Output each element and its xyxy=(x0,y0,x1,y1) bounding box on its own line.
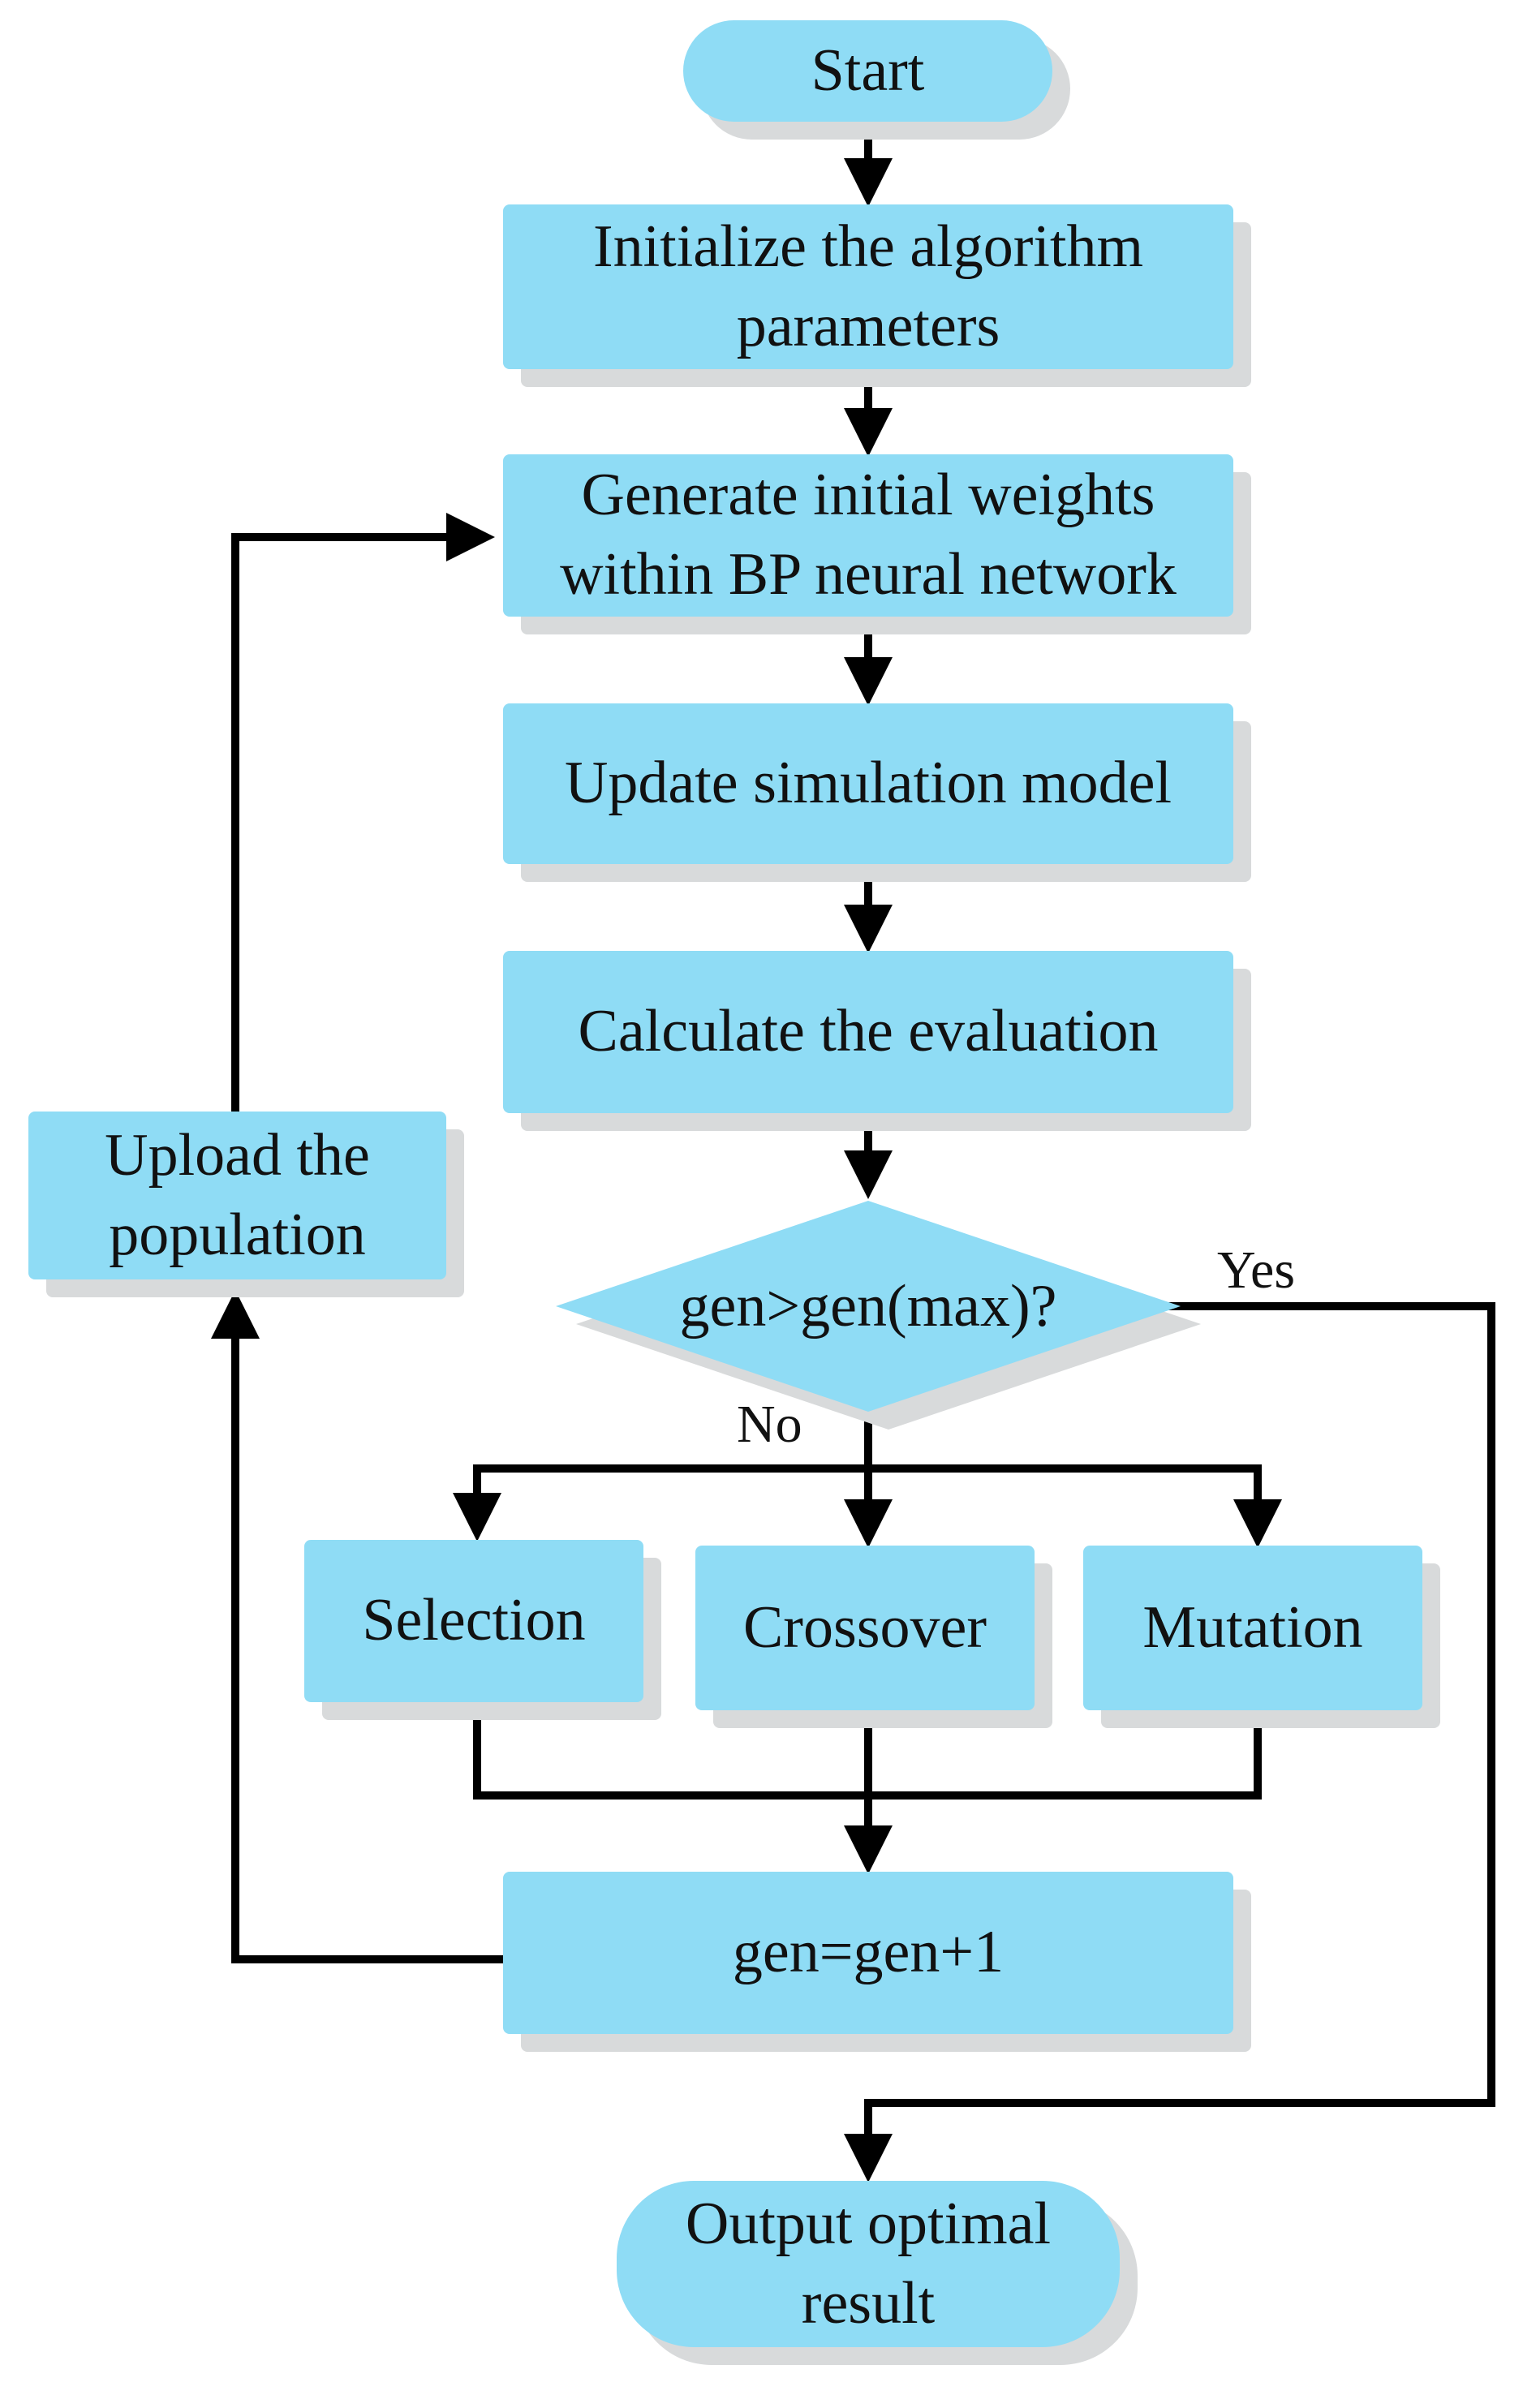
output-node: Output optimal result xyxy=(617,2181,1120,2347)
calculate-evaluation-node: Calculate the evaluation xyxy=(503,951,1233,1113)
initialize-label-1: Initialize the algorithm xyxy=(592,213,1144,280)
generate-label-1: Generate initial weights xyxy=(581,462,1155,529)
generate-weights-node: Generate initial weights within BP neura… xyxy=(503,454,1233,617)
no-label: No xyxy=(737,1395,802,1454)
start-label: Start xyxy=(811,37,925,104)
start-node: Start xyxy=(683,20,1052,122)
yes-label: Yes xyxy=(1217,1241,1296,1300)
increment-label: gen=gen+1 xyxy=(732,1919,1005,1986)
output-label-1: Output optimal xyxy=(685,2190,1052,2257)
initialize-label-2: parameters xyxy=(736,292,1000,359)
decision-diamond xyxy=(556,1201,1181,1412)
mutation-label: Mutation xyxy=(1142,1593,1363,1661)
selection-label: Selection xyxy=(362,1587,586,1654)
upload-label-1: Upload the xyxy=(105,1121,370,1189)
increment-generation-node: gen=gen+1 xyxy=(503,1872,1233,2034)
initialize-node: Initialize the algorithm parameters xyxy=(503,204,1233,369)
crossover-label: Crossover xyxy=(742,1593,987,1661)
arrow-increment-to-upload xyxy=(211,1290,505,1963)
generate-label-2: within BP neural network xyxy=(560,541,1177,608)
arrow-upload-to-generate xyxy=(231,513,495,1112)
output-label-2: result xyxy=(801,2269,936,2337)
update-label: Update simulation model xyxy=(564,750,1172,817)
update-model-node: Update simulation model xyxy=(503,703,1233,864)
upload-label-2: population xyxy=(109,1201,366,1268)
mutation-node: Mutation xyxy=(1083,1546,1422,1710)
crossover-node: Crossover xyxy=(695,1546,1035,1710)
upload-population-node: Upload the population xyxy=(28,1112,446,1279)
calculate-label: Calculate the evaluation xyxy=(578,998,1159,1065)
arrow-yes-to-output xyxy=(844,1302,1495,2182)
selection-node: Selection xyxy=(304,1540,643,1702)
decision-label: gen>gen(max)? xyxy=(679,1272,1057,1339)
